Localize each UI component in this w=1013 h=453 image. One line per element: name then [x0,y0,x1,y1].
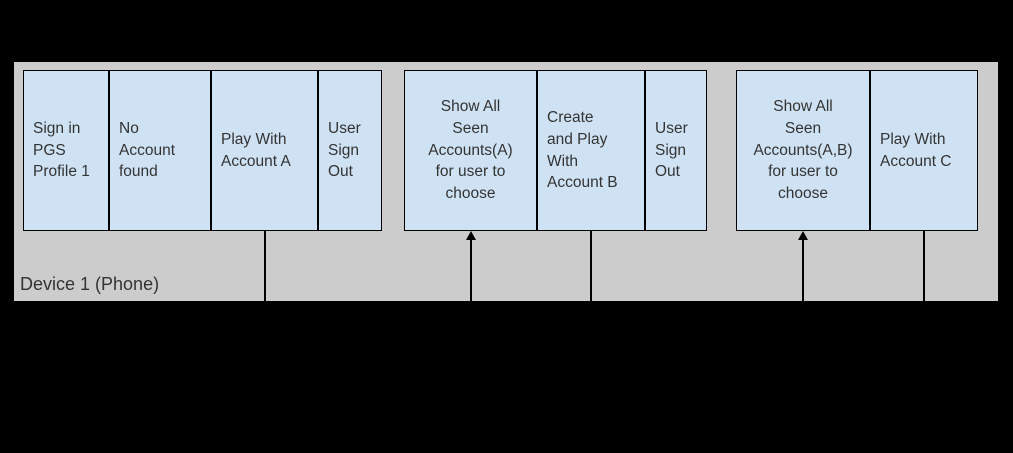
connector-line-play-with-account-a [264,231,266,301]
device-1-timeline-band: Sign in PGS Profile 1 No Account found P… [12,60,1000,303]
connector-line-create-and-play-with-account-b [590,231,592,301]
state-box-user-sign-out-1: User Sign Out [318,70,382,231]
connector-arrow-up-show-all-seen-accounts-a-b [798,231,808,301]
state-box-create-and-play-with-account-b: Create and Play With Account B [537,70,645,231]
arrow-up-icon [798,231,808,240]
state-box-sign-in-pgs-profile-1: Sign in PGS Profile 1 [23,70,109,231]
state-box-play-with-account-a: Play With Account A [211,70,318,231]
state-box-show-all-seen-accounts-a: Show All Seen Accounts(A) for user to ch… [404,70,537,231]
arrow-up-icon [466,231,476,240]
state-box-show-all-seen-accounts-a-b: Show All Seen Accounts(A,B) for user to … [736,70,870,231]
device-label: Device 1 (Phone) [20,274,160,294]
connector-line-play-with-account-c [923,231,925,301]
connector-arrow-up-show-all-seen-accounts-a [466,231,476,301]
state-box-no-account-found: No Account found [109,70,211,231]
state-box-play-with-account-c: Play With Account C [870,70,978,231]
state-box-user-sign-out-2: User Sign Out [645,70,707,231]
